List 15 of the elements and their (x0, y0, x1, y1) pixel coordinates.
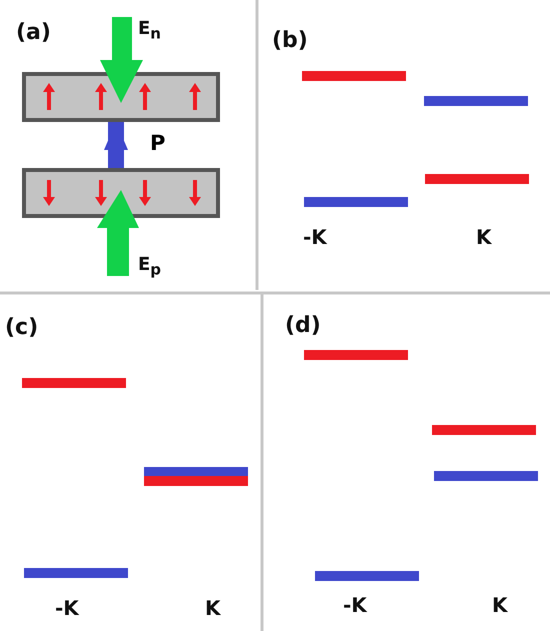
panel-label: (b) (272, 30, 308, 52)
field-label: E$_{n}$ (138, 20, 161, 42)
field-label: E$_{p}$ (138, 256, 162, 278)
layer-box (22, 168, 220, 218)
panel-label: (a) (16, 22, 51, 44)
axis-label: K (205, 598, 220, 618)
axis-label: -K (303, 227, 327, 247)
axis-label: K (492, 595, 508, 615)
axis-label: -K (343, 595, 367, 615)
axis-label: -K (55, 598, 79, 618)
layer-box (22, 72, 220, 122)
axis-label: K (476, 227, 492, 247)
panel-label: (d) (285, 315, 321, 337)
arrow (104, 122, 128, 168)
panel-label: (c) (5, 317, 38, 339)
